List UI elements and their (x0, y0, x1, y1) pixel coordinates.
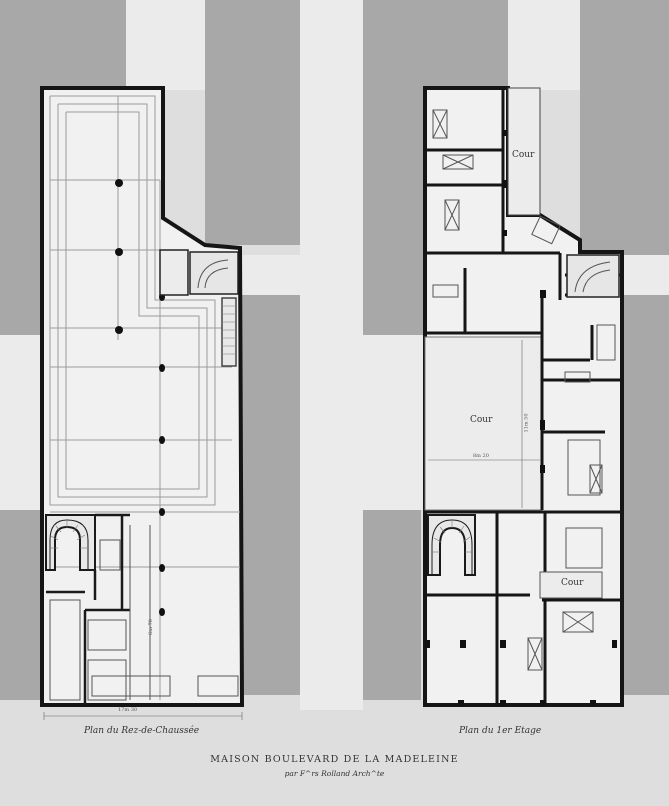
neighbor-block (205, 0, 300, 245)
neighbor-block (580, 0, 669, 255)
neighbor-block (363, 510, 421, 700)
street-band (126, 0, 205, 90)
column (159, 364, 165, 372)
first-floor-stair-upper (566, 254, 620, 298)
pier (612, 640, 617, 648)
pier (425, 640, 430, 648)
pier (590, 700, 596, 706)
ground-columns (115, 179, 165, 616)
column (115, 326, 123, 334)
pier (540, 290, 546, 298)
courtyard-label: Cour (470, 415, 493, 425)
pier (500, 640, 506, 648)
ground-floor-plan (40, 86, 245, 720)
courtyard-label: Cour (561, 578, 584, 588)
dimension-label: 11m 50 (523, 413, 530, 433)
street-band (300, 0, 363, 710)
neighbor-block (622, 295, 669, 695)
street-band (240, 255, 300, 295)
column (159, 508, 165, 516)
street-band (0, 335, 45, 510)
pier (540, 420, 545, 430)
dimension-label: 17m 30 (118, 707, 138, 713)
pier (502, 130, 507, 136)
ground-stair-upper (159, 249, 239, 367)
column (159, 436, 165, 444)
pier (500, 700, 506, 706)
first-floor-piers (425, 130, 617, 706)
neighbor-block (0, 510, 45, 700)
first-floor-walls (425, 88, 622, 705)
pier (540, 465, 545, 473)
dimension-label: 8m 20 (473, 453, 489, 459)
dimension-label: 6m 70 (147, 619, 154, 635)
streets (0, 0, 669, 710)
column (159, 608, 165, 616)
pier (502, 230, 507, 236)
central-courtyard (424, 336, 543, 511)
ground-spiral-stair (45, 514, 96, 571)
neighbor-block (240, 295, 300, 695)
ground-floor-caption: Plan du Rez-de-Chaussée (84, 726, 200, 736)
first-floor-plan (423, 86, 624, 707)
first-floor-caption: Plan du 1er Etage (459, 726, 542, 736)
first-floor-spiral-stair (427, 514, 476, 576)
sheet-author: par F^rs Rolland Arch^te (284, 769, 385, 778)
street-band (363, 335, 423, 510)
pier (460, 640, 466, 648)
column (159, 564, 165, 572)
courtyard-label: Cour (512, 150, 535, 160)
column (115, 248, 123, 256)
street-band (508, 0, 580, 90)
pier (540, 700, 546, 706)
sheet-title: MAISON BOULEVARD DE LA MADELEINE (210, 754, 459, 765)
column (115, 179, 123, 187)
pier (502, 180, 507, 188)
ground-lower-rooms (46, 513, 130, 705)
upper-courtyard (507, 87, 541, 216)
pier (458, 700, 464, 706)
street-band (622, 255, 669, 295)
